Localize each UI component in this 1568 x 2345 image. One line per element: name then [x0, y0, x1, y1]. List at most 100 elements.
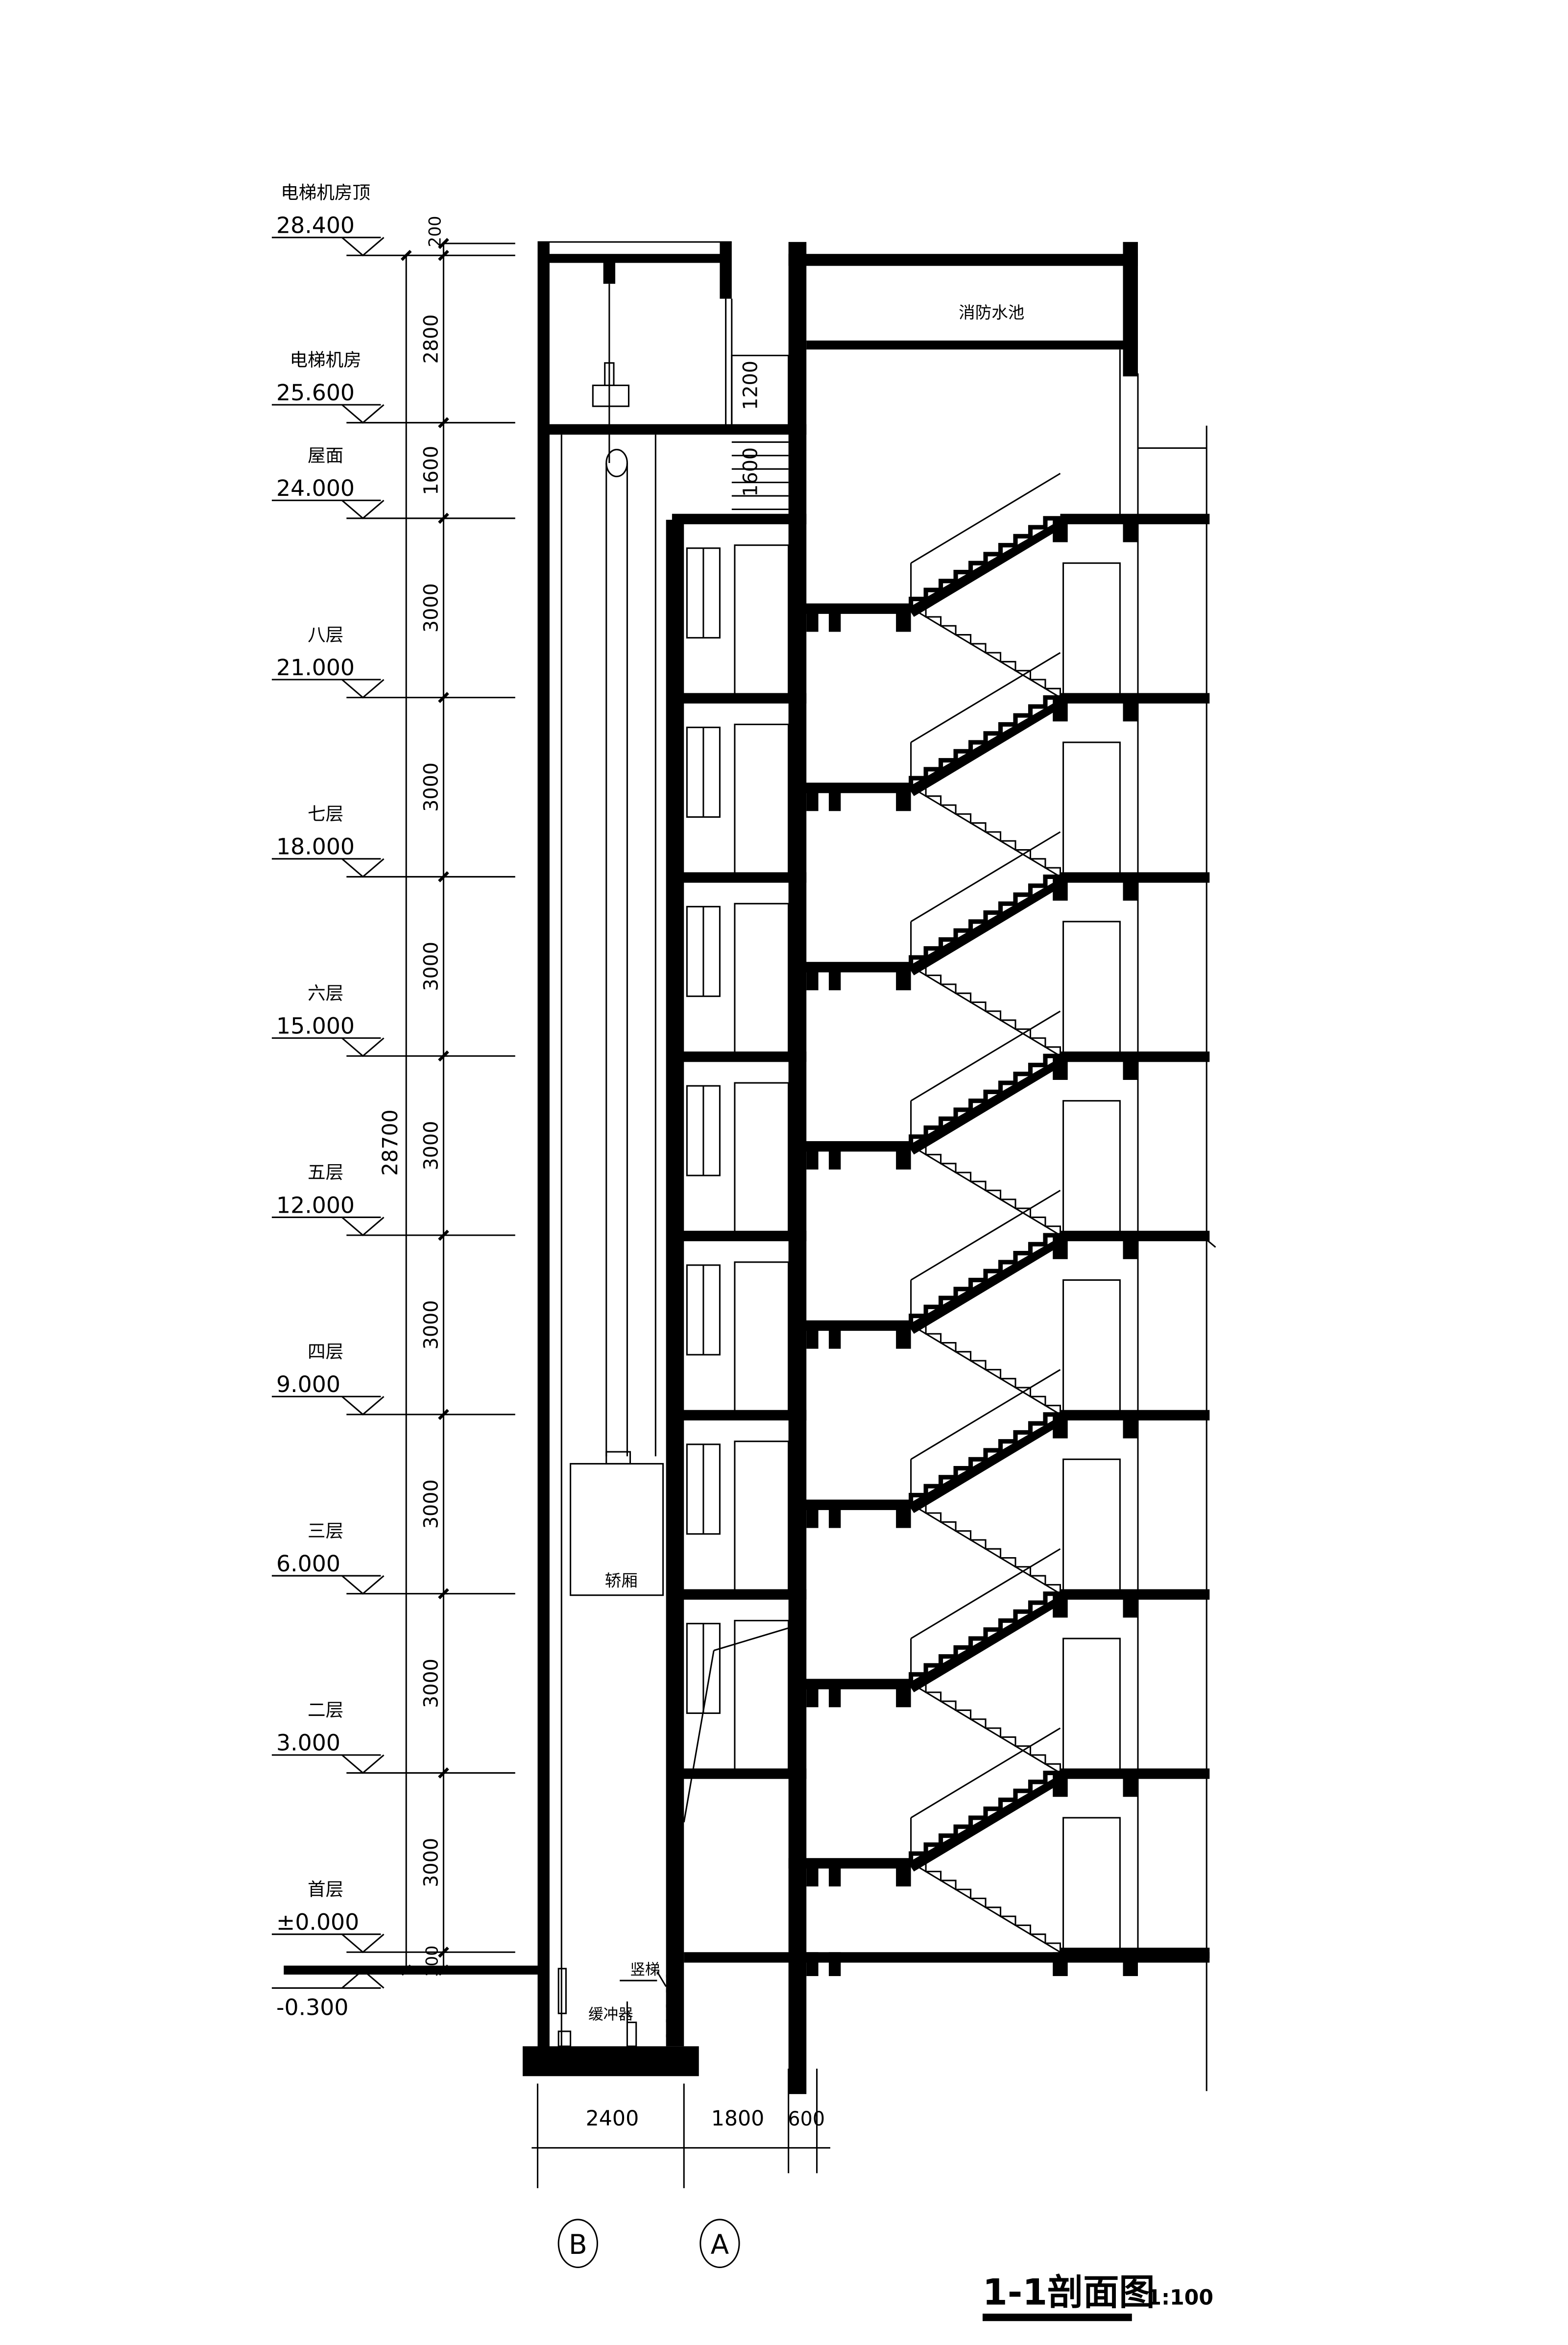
level-elevation: ±0.000	[276, 1909, 359, 1935]
line	[910, 1727, 1061, 1819]
hook	[603, 263, 616, 284]
beam	[806, 1862, 819, 1887]
stair-flight-cut	[908, 1414, 1063, 1514]
shaft-wall-left	[537, 242, 550, 2050]
door	[1062, 741, 1121, 878]
car-top	[605, 1451, 631, 1465]
line	[910, 473, 1061, 564]
ladder-rung	[666, 2034, 674, 2038]
elevation-markers: 电梯机房顶28.400电梯机房25.600屋面24.000八层21.000七层1…	[271, 182, 448, 2020]
stair-line	[910, 1683, 1061, 1774]
stair-steps	[909, 1053, 1061, 1146]
door	[1062, 1279, 1121, 1416]
landing-slab	[788, 603, 911, 614]
door	[1062, 1637, 1121, 1774]
break-mark	[1206, 1239, 1216, 1248]
door	[734, 1261, 790, 1416]
ladder-rung	[666, 2004, 674, 2008]
leader	[656, 1971, 667, 1987]
level-name: 四层	[308, 1341, 343, 1362]
room-slab	[672, 1410, 807, 1421]
level-name: 三层	[308, 1520, 343, 1541]
stair-line	[910, 1503, 1061, 1594]
dimension-value: 3000	[420, 1838, 442, 1887]
level-name: 七层	[308, 804, 343, 825]
door	[734, 1441, 790, 1595]
line	[910, 652, 1061, 743]
axis-markers: B A	[557, 2219, 740, 2269]
dim-600: 600	[788, 2108, 825, 2130]
level-elevation: 15.000	[276, 1013, 355, 1039]
room-slab	[672, 1768, 807, 1779]
water-tank-label: 消防水池	[959, 303, 1024, 322]
level-triangle	[341, 500, 385, 519]
counterweight-buffer	[557, 1968, 567, 2014]
stair-steps	[909, 1770, 1061, 1863]
machine-room-roof	[537, 254, 729, 263]
dimension-value: 3000	[420, 1659, 442, 1708]
level-elevation: 9.000	[276, 1371, 340, 1397]
stair-flight-cut	[908, 518, 1063, 617]
door	[1062, 562, 1121, 699]
dim-2400: 2400	[586, 2106, 639, 2131]
landing-slab	[788, 1141, 911, 1152]
dimension-value: 3000	[420, 1479, 442, 1529]
ground-floor-slab	[684, 1952, 1210, 1963]
ladder-rung	[666, 2019, 674, 2023]
level-name: 五层	[308, 1162, 343, 1183]
landing-slab	[788, 1679, 911, 1689]
door	[734, 544, 790, 699]
door	[734, 1619, 790, 1774]
tank-wall	[1123, 242, 1138, 377]
stair-flight-cut	[908, 1593, 1063, 1692]
level-elevation: 6.000	[276, 1551, 340, 1577]
line	[713, 1627, 789, 1651]
stair-flight-cut	[908, 697, 1063, 796]
axis-a: A	[711, 2229, 729, 2260]
stair-steps	[909, 874, 1061, 967]
beam	[1123, 1593, 1138, 1618]
dimension-value: 3000	[420, 1121, 442, 1171]
landing-slab	[788, 1858, 911, 1869]
beam	[828, 1952, 841, 1977]
beam	[828, 966, 841, 991]
room-slab	[672, 1230, 807, 1242]
level-name: 电梯机房	[289, 349, 361, 370]
level-triangle	[341, 858, 385, 878]
beam	[806, 1952, 819, 1977]
stair-line	[910, 786, 1061, 878]
door	[734, 903, 790, 1057]
beam	[806, 1146, 819, 1170]
building-section	[284, 241, 1216, 2094]
line	[910, 831, 1061, 923]
stair-steps	[909, 695, 1061, 787]
axis-b: B	[569, 2229, 587, 2260]
stair-steps	[909, 1233, 1061, 1325]
dimension-value: 3000	[420, 1300, 442, 1350]
stair-steps	[909, 1412, 1061, 1504]
dimension-value: 1600	[420, 446, 442, 495]
beam	[896, 608, 911, 632]
entrance-line	[683, 1650, 715, 1823]
level-triangle	[341, 1754, 385, 1774]
stair-flight-cut	[908, 1773, 1063, 1872]
beam	[896, 1324, 911, 1349]
buffer	[626, 2022, 637, 2047]
level-elevation: 25.600	[276, 380, 355, 406]
vertical-dimensions: 28700 2002800160030003000300030003000300…	[378, 216, 515, 1977]
beam	[1123, 1414, 1138, 1439]
level-triangle	[341, 1933, 385, 1954]
beam	[828, 608, 841, 632]
level-triangle	[341, 1396, 385, 1416]
beam	[1123, 877, 1138, 901]
room-slab	[672, 693, 807, 704]
beam	[1123, 697, 1138, 722]
drawing-title: 1-1剖面图	[983, 2272, 1155, 2314]
beam	[896, 966, 911, 991]
level-elevation: 24.000	[276, 475, 355, 501]
beam	[828, 1324, 841, 1349]
level-elevation: 21.000	[276, 655, 355, 681]
line	[910, 1010, 1061, 1101]
shaft-wall-right	[666, 519, 684, 2047]
beam	[1123, 1235, 1138, 1259]
